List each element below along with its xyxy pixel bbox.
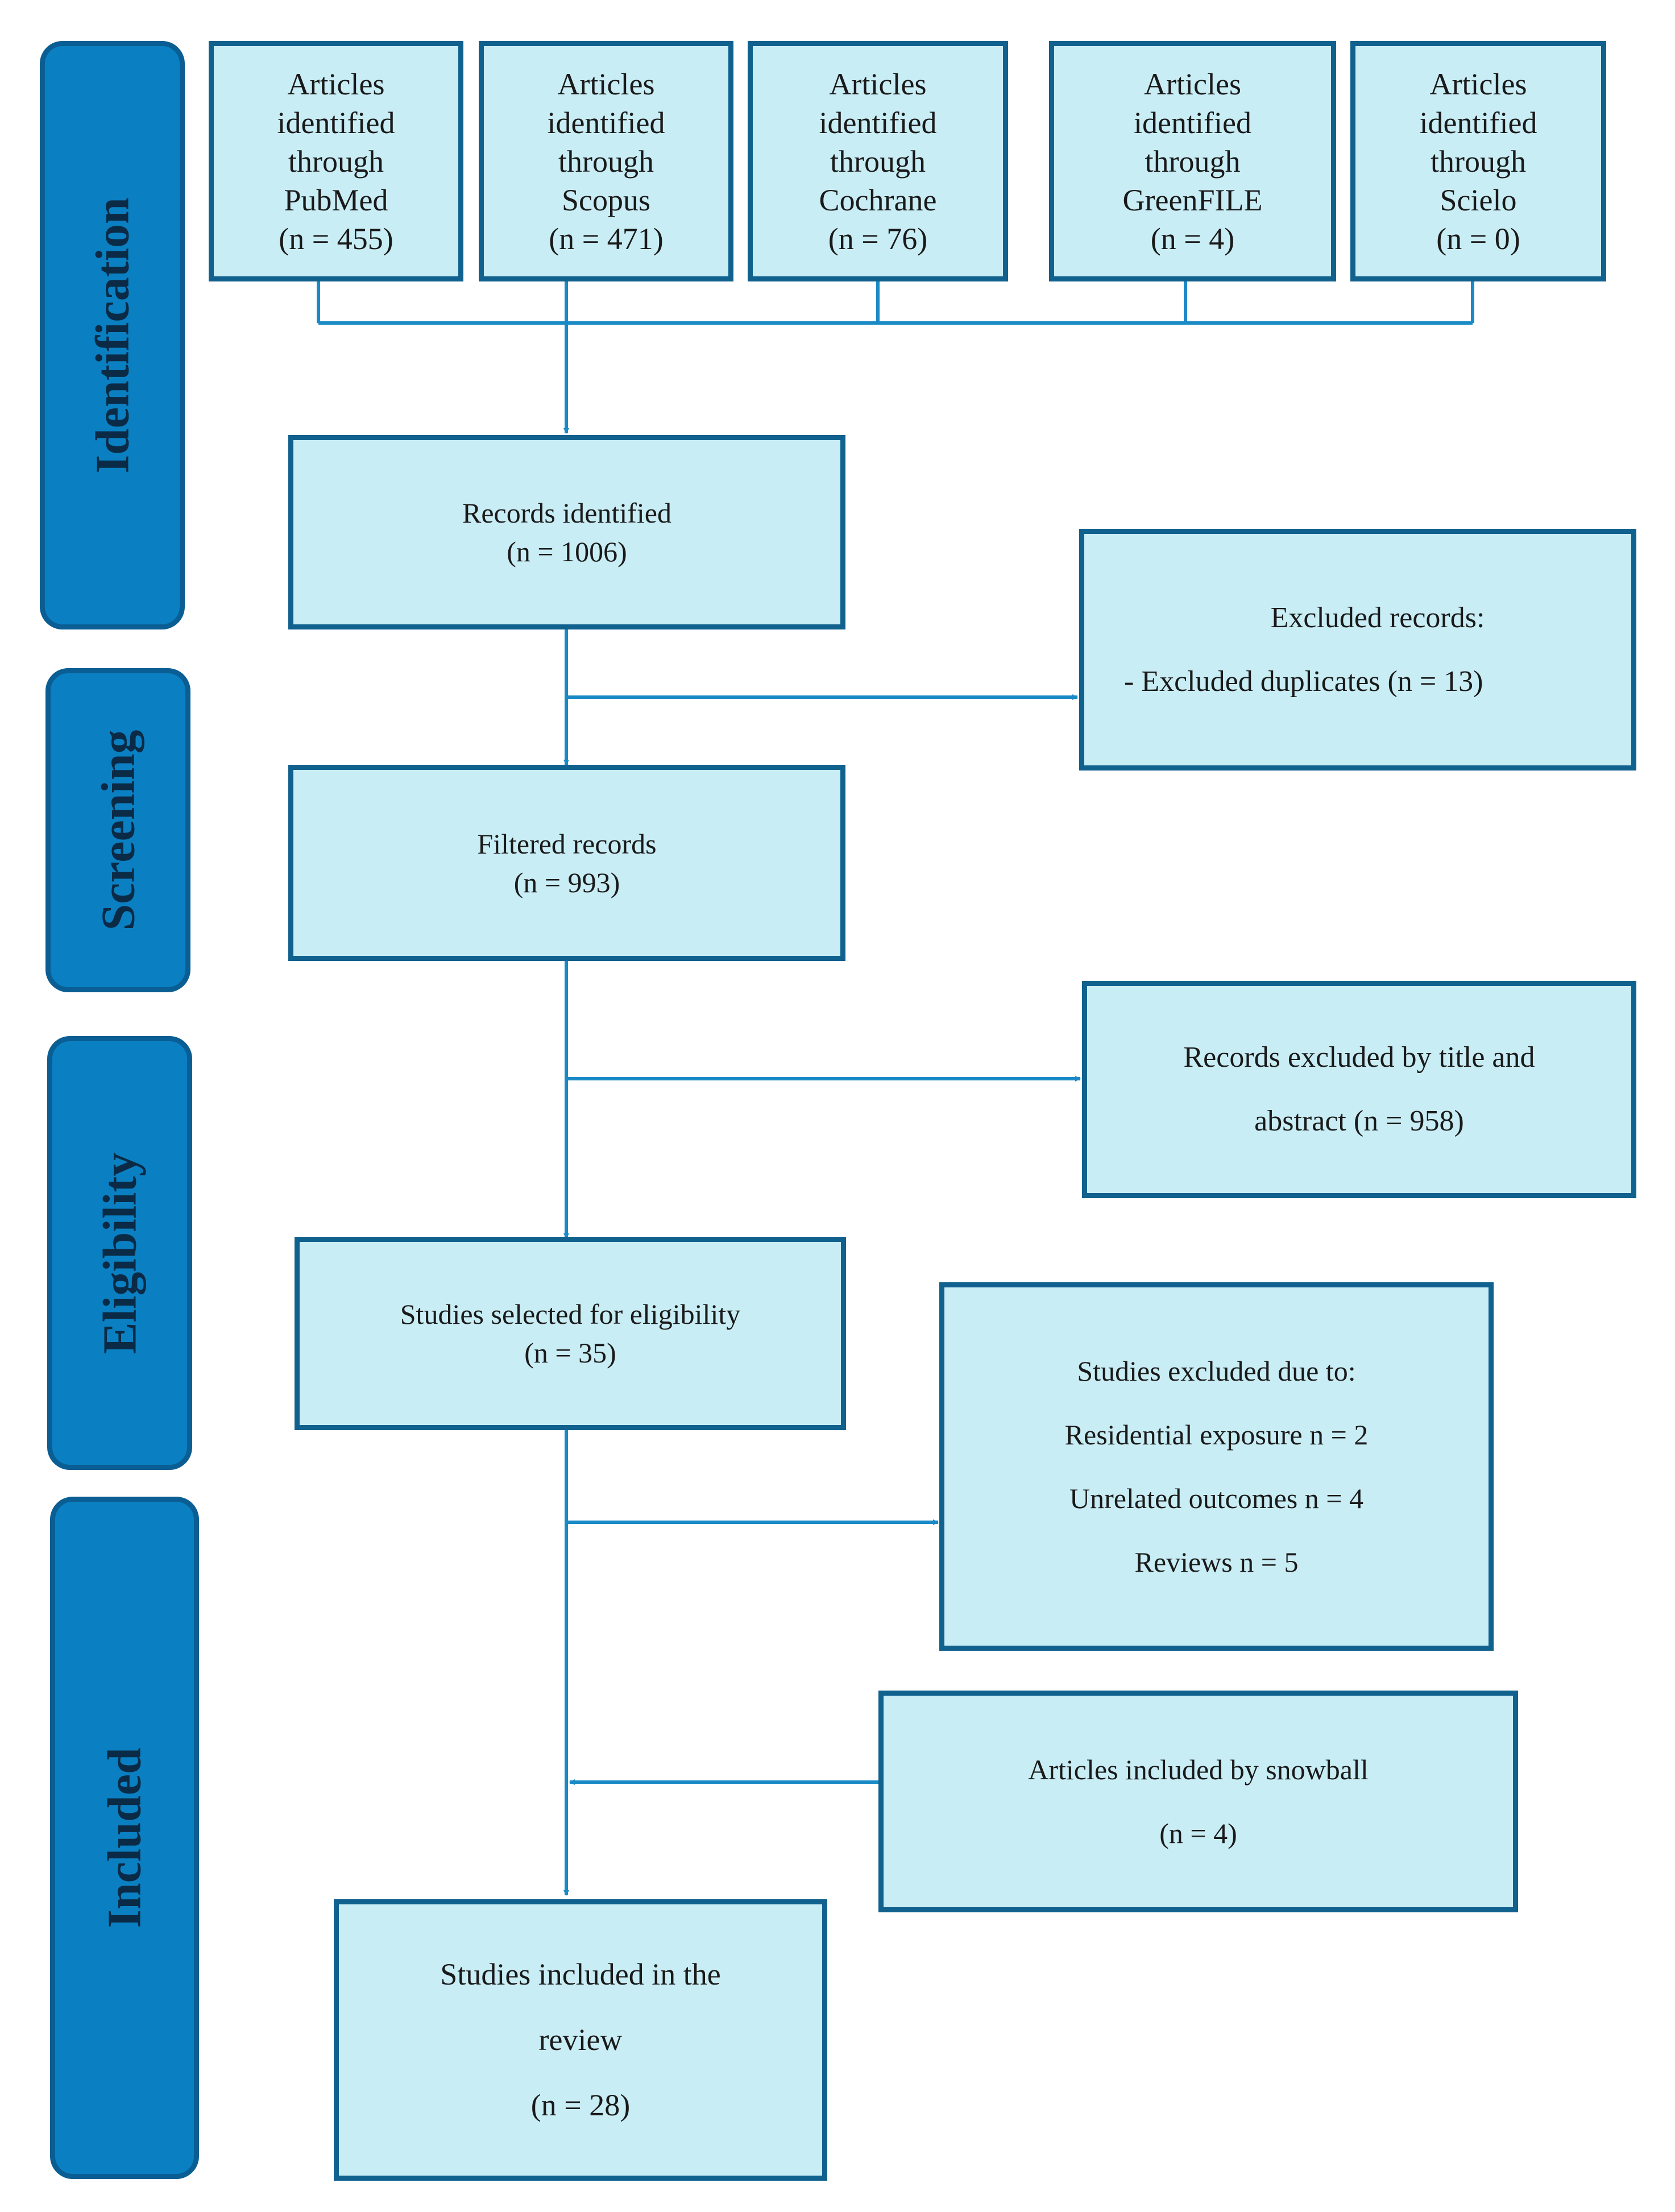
source-line: identified — [547, 105, 665, 140]
source-scopus: Articles identified through Scopus (n = … — [479, 41, 733, 281]
source-line: PubMed — [284, 183, 388, 217]
excluded-duplicates: - Excluded duplicates (n = 13) — [1124, 665, 1483, 698]
source-scielo: Articles identified through Scielo (n = … — [1350, 41, 1606, 281]
studies-excluded-box: Studies excluded due to: Residential exp… — [939, 1282, 1494, 1651]
source-line: through — [558, 144, 654, 179]
included-review-line1: Studies included in the — [440, 1957, 721, 1991]
filtered-records-label: Filtered records — [477, 827, 657, 860]
exclusion-reason: Unrelated outcomes n = 4 — [1069, 1482, 1363, 1514]
studies-excluded-label: Studies excluded due to: — [1077, 1355, 1356, 1387]
filtered-records-count: (n = 993) — [513, 866, 620, 898]
source-line: through — [1145, 144, 1241, 179]
source-line: identified — [819, 105, 937, 140]
phase-identification-label: Identification — [86, 197, 139, 474]
records-identified-label: Records identified — [462, 497, 671, 529]
source-line: Articles — [557, 67, 655, 101]
snowball-box: Articles included by snowball (n = 4) — [878, 1691, 1518, 1912]
source-line: Articles — [1429, 67, 1527, 101]
excluded-title-line1: Records excluded by title and — [1183, 1041, 1535, 1074]
included-review-line2: review — [538, 2023, 623, 2057]
phase-eligibility: Eligibility — [47, 1036, 192, 1470]
snowball-count: (n = 4) — [1159, 1817, 1237, 1849]
phase-included: Included — [50, 1497, 199, 2179]
source-line: Articles — [287, 67, 385, 101]
included-review-box: Studies included in the review (n = 28) — [334, 1899, 827, 2181]
excluded-title-line2: abstract (n = 958) — [1254, 1105, 1464, 1137]
phase-included-label: Included — [98, 1747, 151, 1928]
snowball-label: Articles included by snowball — [1028, 1754, 1369, 1786]
source-greenfile: Articles identified through GreenFILE (n… — [1049, 41, 1336, 281]
phase-identification: Identification — [40, 41, 185, 629]
source-line: identified — [1134, 105, 1251, 140]
phase-eligibility-label: Eligibility — [93, 1152, 146, 1354]
source-line: through — [1431, 144, 1526, 179]
source-line: through — [830, 144, 926, 179]
source-count: (n = 0) — [1436, 221, 1520, 256]
selected-eligibility-label: Studies selected for eligibility — [400, 1298, 741, 1330]
source-line: Cochrane — [819, 183, 937, 217]
source-line: Scielo — [1440, 183, 1517, 217]
phase-screening-label: Screening — [92, 730, 144, 931]
source-count: (n = 455) — [279, 221, 393, 256]
source-line: through — [288, 144, 384, 179]
source-line: identified — [1419, 105, 1537, 140]
source-count: (n = 4) — [1150, 221, 1235, 256]
excluded-title-abstract-box: Records excluded by title and abstract (… — [1082, 981, 1636, 1198]
source-line: Articles — [829, 67, 927, 101]
source-line: Scopus — [561, 183, 650, 217]
source-count: (n = 471) — [549, 221, 664, 256]
exclusion-reason: Reviews n = 5 — [1134, 1546, 1299, 1578]
excluded-records-box: Excluded records: - Excluded duplicates … — [1079, 529, 1636, 771]
exclusion-reason: Residential exposure n = 2 — [1064, 1419, 1369, 1451]
source-line: identified — [277, 105, 395, 140]
records-identified-box: Records identified (n = 1006) — [288, 435, 845, 629]
source-line: Articles — [1144, 67, 1241, 101]
phase-screening: Screening — [45, 668, 190, 992]
records-identified-count: (n = 1006) — [507, 536, 627, 568]
excluded-records-label: Excluded records: — [1270, 601, 1485, 634]
selected-eligibility-count: (n = 35) — [524, 1337, 616, 1369]
source-pubmed: Articles identified through PubMed (n = … — [209, 41, 463, 281]
filtered-records-box: Filtered records (n = 993) — [288, 765, 845, 961]
included-review-count: (n = 28) — [530, 2088, 631, 2122]
source-cochrane: Articles identified through Cochrane (n … — [748, 41, 1008, 281]
source-count: (n = 76) — [828, 221, 928, 256]
source-line: GreenFILE — [1122, 183, 1263, 217]
selected-eligibility-box: Studies selected for eligibility (n = 35… — [295, 1237, 846, 1430]
